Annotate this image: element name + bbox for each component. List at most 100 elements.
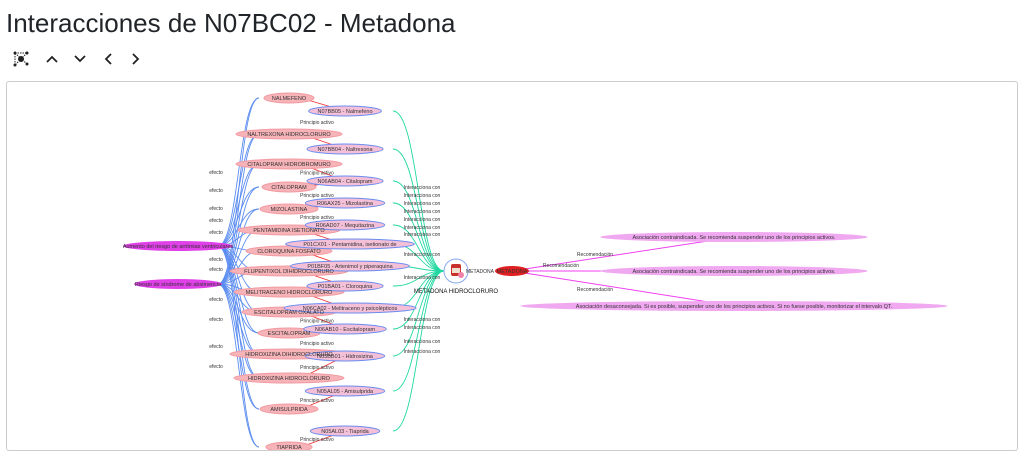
principle-node[interactable] — [259, 403, 319, 415]
principle-edge-label: Principio activo — [300, 120, 334, 126]
principle-node[interactable] — [259, 203, 319, 215]
principle-node-label: CITALOPRAM HIDROBROMURO — [247, 162, 331, 168]
atc-node[interactable] — [309, 425, 381, 437]
interacts-edge-label: Interacciona con — [404, 339, 441, 345]
effect-edge-label: efecto — [209, 257, 223, 263]
interacts-edge-label: Interacciona con — [404, 275, 441, 281]
chevron-up-icon[interactable] — [41, 48, 63, 70]
interacts-edge-label: Interacciona con — [404, 209, 441, 215]
effect-edge-label: efecto — [209, 170, 223, 176]
interacts-edge-label: Interacciona con — [404, 217, 441, 223]
interacts-edge — [392, 270, 445, 357]
recommendation-edge — [511, 270, 735, 307]
atc-node-label: N06AB10 - Escitalopram — [315, 327, 376, 333]
atc-node[interactable] — [308, 105, 382, 117]
atc-node[interactable] — [285, 238, 415, 250]
atc-node-label: P01BF05 - Artenimol y piperaquina — [307, 264, 393, 270]
recommendation-node-label: Asociación contraindicada. Se recomienda… — [632, 269, 835, 275]
atc-node-label: R06AD07 - Mequitazina — [316, 223, 375, 229]
principle-node-label: TIAPRIDA — [276, 445, 302, 450]
effect-edge — [217, 186, 260, 285]
interacts-edge-label: Interacciona con — [404, 252, 441, 258]
effect-edge — [217, 245, 260, 448]
interacts-edge — [392, 180, 445, 272]
atc-node-label: N05AL03 - Tiaprida — [321, 429, 369, 435]
network-icon[interactable] — [10, 48, 32, 70]
atc-node[interactable] — [304, 385, 386, 397]
principle-edge-label: Principio activo — [300, 398, 334, 404]
principle-node[interactable] — [233, 372, 345, 384]
recommendation-edge-label: Recomendación — [577, 252, 613, 258]
interaction-graph[interactable]: Aumento del riesgo de arritmias ventricu… — [7, 82, 1017, 453]
atc-node-label: N05BB01 - Hidroxizina — [317, 354, 374, 360]
principle-node-label: MELITRACENO HIDROCLORURO — [246, 290, 333, 296]
interacts-edge-label: Interacciona con — [404, 193, 441, 199]
interacts-edge-label: Interacciona con — [404, 325, 441, 331]
recommendation-node-label: Asociación desaconsejada. Si es posible,… — [576, 304, 893, 310]
effect-edge — [217, 245, 260, 355]
atc-node[interactable] — [290, 260, 410, 272]
effect-edge-label: efecto — [209, 267, 223, 273]
principle-node-label: NALMEFENO — [272, 96, 307, 102]
principle-node[interactable] — [263, 92, 315, 104]
chevron-right-icon[interactable] — [125, 48, 147, 70]
recommendation-node[interactable] — [600, 232, 868, 242]
atc-node-label: N06AB04 - Citalopram — [317, 179, 372, 185]
effect-edge-label: efecto — [209, 218, 223, 224]
effect-node[interactable] — [123, 241, 233, 251]
recommendation-node[interactable] — [600, 266, 868, 276]
interacts-edge-label: Interacciona con — [404, 232, 441, 238]
principle-node-label: ESCITALOPRAM OXALATO — [254, 310, 324, 316]
effect-edge-label: efecto — [209, 344, 223, 350]
principle-node-label: MIZOLASTINA — [271, 207, 308, 213]
principle-node-label: NALTREXONA HIDROCLORURO — [247, 132, 331, 138]
principle-node-label: CITALOPRAM — [271, 185, 307, 191]
recommendation-edge-label: Recomendación — [543, 263, 579, 269]
interacts-edge — [392, 148, 445, 272]
effect-edge-label: efecto — [209, 317, 223, 323]
page-title: Interacciones de N07BC02 - Metadona — [6, 8, 456, 38]
principle-node-label: FLUPENTIXOL DIHIDROCLORURO — [244, 269, 334, 275]
effect-edge — [217, 208, 260, 285]
atc-node-label: N07BB04 - Naltrexona — [317, 147, 373, 153]
recommendation-edge-label: Recomendación — [577, 287, 613, 293]
recommendation-node-label: Asociación contraindicada. Se recomienda… — [632, 235, 835, 241]
atc-node[interactable] — [304, 350, 386, 362]
atc-node[interactable] — [306, 143, 384, 155]
principle-node[interactable] — [235, 128, 343, 140]
graph-panel[interactable]: Aumento del riesgo de arritmias ventricu… — [6, 81, 1018, 453]
atc-node[interactable] — [304, 219, 386, 231]
atc-node[interactable] — [306, 175, 384, 187]
interacts-edge — [392, 270, 445, 392]
metadona-node[interactable] — [495, 266, 529, 276]
interacts-edge — [392, 110, 445, 272]
principle-node-label: ESCITALOPRAM — [268, 331, 311, 337]
effect-edge-label: efecto — [209, 364, 223, 370]
interacts-edge-label: Interacciona con — [404, 349, 441, 355]
recommendation-node[interactable] — [520, 301, 948, 311]
effect-edge — [217, 283, 260, 448]
atc-node[interactable] — [283, 302, 417, 314]
principle-node[interactable] — [235, 158, 343, 170]
atc-node[interactable] — [304, 197, 386, 209]
effect-node[interactable] — [134, 279, 222, 289]
atc-node-label: R06AX25 - Mizolastina — [317, 201, 374, 207]
effect-edge — [217, 133, 260, 285]
principle-node[interactable] — [261, 181, 317, 193]
effect-edge-label: efecto — [209, 206, 223, 212]
effect-edge-label: efecto — [209, 297, 223, 303]
chevron-down-icon[interactable] — [69, 48, 91, 70]
atc-node[interactable] — [306, 280, 384, 292]
interacts-edge — [392, 224, 445, 272]
principle-edge-label: Principio activo — [300, 319, 334, 325]
atc-node[interactable] — [303, 323, 387, 335]
principle-node-label: HIDROXIZINA DIHIDROCLORURO — [245, 352, 333, 358]
effect-edge — [217, 163, 260, 285]
interacts-edge-label: Interacciona con — [404, 185, 441, 191]
chevron-left-icon[interactable] — [97, 48, 119, 70]
pill-icon — [458, 272, 464, 278]
atc-node-label: N07BB05 - Nalmefeno — [317, 109, 372, 115]
principle-edge-label: Principio activo — [300, 437, 334, 443]
atc-node-label: N05AL05 - Amisulprida — [317, 389, 374, 395]
effect-node-label: Aumento del riesgo de arritmias ventricu… — [123, 244, 234, 250]
